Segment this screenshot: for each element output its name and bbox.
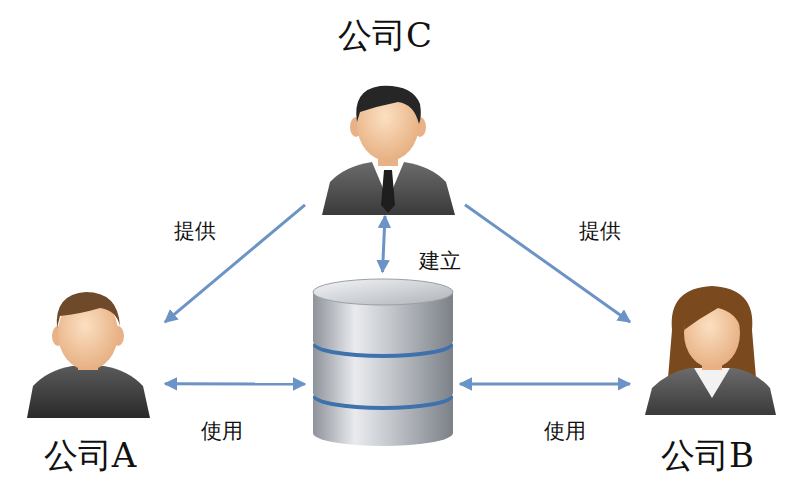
person-icon	[645, 286, 776, 415]
company-label: 公司B	[630, 436, 785, 475]
company-label: 公司C	[305, 16, 465, 55]
arrow-connector	[383, 216, 386, 272]
edge-label: 建立	[416, 249, 464, 274]
database-node	[305, 272, 460, 444]
edge-label: 使用	[198, 419, 246, 444]
company-person: 公司A	[15, 285, 165, 475]
edge-label: 提供	[171, 219, 219, 244]
company-person: 公司B	[630, 280, 785, 475]
arrow-connector	[165, 382, 305, 385]
company-label: 公司A	[15, 436, 165, 475]
edge-label: 使用	[541, 419, 589, 444]
person-icon	[27, 292, 150, 418]
arrow-connector	[465, 205, 630, 322]
database-icon	[313, 279, 453, 446]
arrow-connector	[460, 382, 630, 385]
edge-label: 提供	[576, 219, 624, 244]
person-icon	[322, 86, 455, 215]
company-person: 公司C	[305, 16, 465, 216]
arrow-connector	[165, 205, 305, 322]
